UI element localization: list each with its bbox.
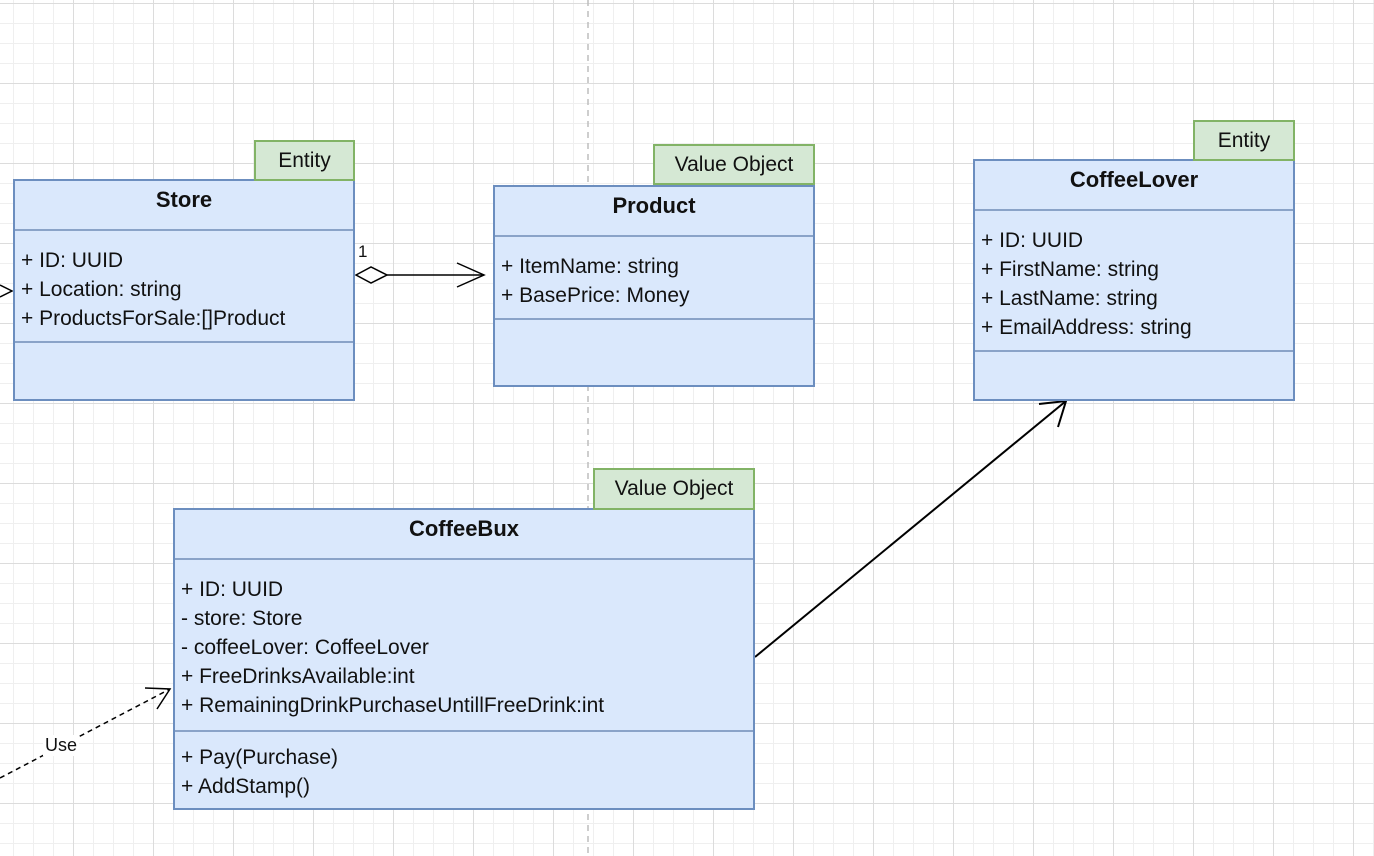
coffeebux-attribute: + RemainingDrinkPurchaseUntillFreeDrink:…	[181, 694, 605, 717]
aggregation-multiplicity-label[interactable]: 1	[358, 242, 368, 261]
product-operations	[495, 320, 813, 331]
aggregation-arrowhead	[456, 262, 486, 288]
product-attributes: + ItemName: string + BasePrice: Money	[495, 237, 813, 320]
store-attribute: + ProductsForSale:[]Product	[21, 307, 286, 330]
coffeelover-attribute: + LastName: string	[981, 287, 1158, 310]
dependency-arrowhead	[144, 687, 172, 710]
aggregation-store-product[interactable]	[354, 262, 486, 288]
coffeebux-attributes: + ID: UUID - store: Store - coffeeLover:…	[175, 560, 753, 732]
coffeelover-class[interactable]: CoffeeLover + ID: UUID + FirstName: stri…	[973, 159, 1295, 401]
coffeelover-operations	[975, 352, 1293, 363]
association-coffeebux-coffeelover[interactable]	[754, 399, 1068, 658]
product-class[interactable]: Product + ItemName: string + BasePrice: …	[493, 185, 815, 387]
coffeelover-attribute: + ID: UUID	[981, 229, 1084, 252]
dependency-use-label[interactable]: Use	[43, 735, 80, 756]
coffeelover-class-name: CoffeeLover	[975, 161, 1293, 211]
coffeelover-attributes: + ID: UUID + FirstName: string + LastNam…	[975, 211, 1293, 352]
coffeebux-attribute: - store: Store	[181, 607, 303, 630]
product-attribute: + ItemName: string	[501, 255, 679, 278]
coffeebux-class-name: CoffeeBux	[175, 510, 753, 560]
coffeebux-attribute: + FreeDrinksAvailable:int	[181, 665, 415, 688]
dependency-use[interactable]	[0, 687, 172, 779]
store-class-name: Store	[15, 181, 353, 231]
coffeebux-class[interactable]: CoffeeBux + ID: UUID - store: Store - co…	[173, 508, 755, 810]
store-attributes: + ID: UUID + Location: string + Products…	[15, 231, 353, 343]
coffeebux-attribute: - coffeeLover: CoffeeLover	[181, 636, 429, 659]
product-attribute: + BasePrice: Money	[501, 284, 690, 307]
coffeelover-stereotype-tag[interactable]: Entity	[1193, 120, 1295, 161]
coffeebux-operations: + Pay(Purchase) + AddStamp()	[175, 732, 753, 801]
store-stereotype-tag[interactable]: Entity	[254, 140, 355, 181]
offscreen-edge-arrowhead[interactable]	[0, 284, 14, 298]
association-line	[754, 400, 1067, 658]
dependency-line	[0, 688, 171, 779]
coffeebux-operation: + AddStamp()	[181, 775, 310, 798]
coffeelover-attribute: + EmailAddress: string	[981, 316, 1192, 339]
association-arrowhead	[1038, 399, 1068, 428]
product-class-name: Product	[495, 187, 813, 237]
coffeebux-attribute: + ID: UUID	[181, 578, 284, 601]
aggregation-diamond	[354, 266, 389, 284]
store-attribute: + Location: string	[21, 278, 182, 301]
coffeebux-stereotype-tag[interactable]: Value Object	[593, 468, 755, 510]
product-stereotype-tag[interactable]: Value Object	[653, 144, 815, 185]
store-attribute: + ID: UUID	[21, 249, 124, 272]
coffeelover-attribute: + FirstName: string	[981, 258, 1159, 281]
store-operations	[15, 343, 353, 354]
store-class[interactable]: Store + ID: UUID + Location: string + Pr…	[13, 179, 355, 401]
coffeebux-operation: + Pay(Purchase)	[181, 746, 338, 769]
